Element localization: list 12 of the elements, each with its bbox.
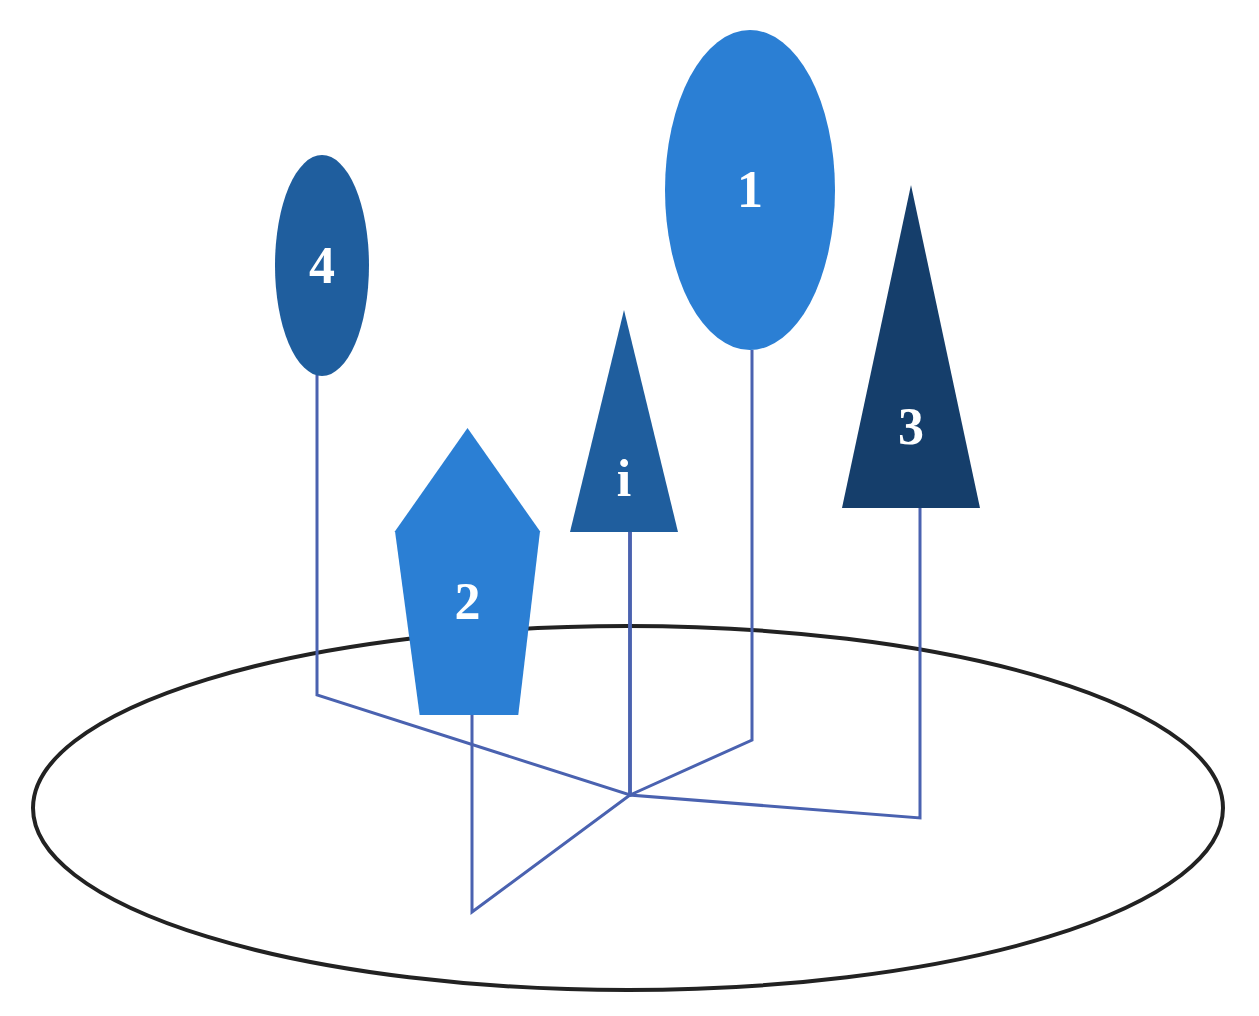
triangle-node [842,185,980,508]
node-number: 4 [309,239,335,292]
node-number: 1 [737,164,763,216]
node-number: 3 [898,400,924,453]
connector-line [315,375,632,798]
node-number: 2 [454,575,481,628]
pentagon-node [395,428,540,715]
connector-line [628,508,922,820]
oval-node [275,155,369,376]
oval-node [665,30,835,350]
node-number: i [616,453,632,505]
triangle-node [570,310,678,532]
